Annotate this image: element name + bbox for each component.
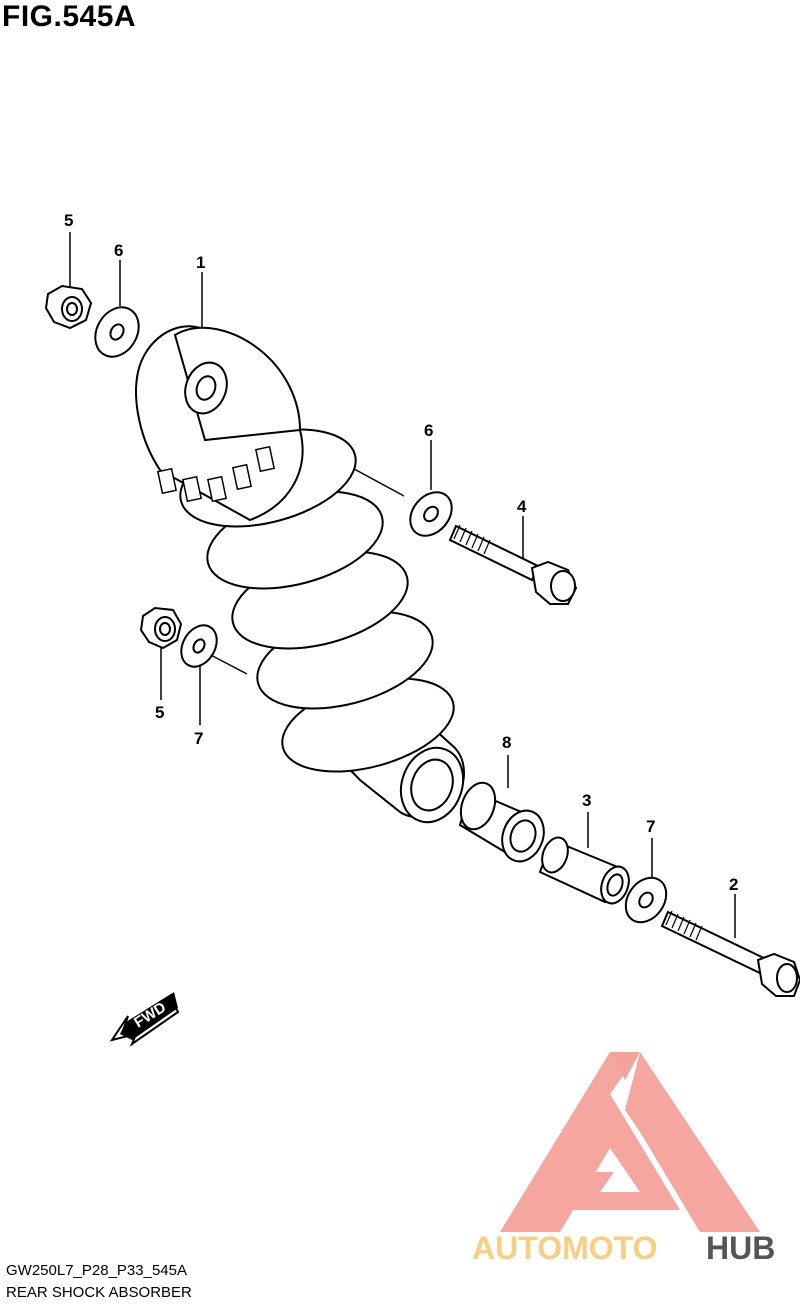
collar-8 <box>458 781 545 863</box>
callout-3: 3 <box>582 791 591 810</box>
nut-5-upper <box>44 284 93 330</box>
washer-7-right <box>624 876 668 924</box>
callout-1: 1 <box>196 253 205 272</box>
watermark-text-right: HUB <box>706 1230 775 1266</box>
nut-5-lower <box>139 606 183 650</box>
callout-7-right: 7 <box>646 817 655 836</box>
watermark-logo-icon <box>500 1052 760 1232</box>
figure-title: FIG.545A <box>2 0 137 33</box>
figure-name: REAR SHOCK ABSORBER <box>6 1284 192 1301</box>
washer-7-left <box>180 624 218 668</box>
washer-6-lower <box>409 491 453 537</box>
bolt-2 <box>660 910 800 997</box>
callout-6-upper: 6 <box>114 241 123 260</box>
callout-6-lower: 6 <box>424 421 433 440</box>
callout-8: 8 <box>502 733 511 752</box>
washer-6-upper <box>94 306 140 358</box>
watermark-text-left: AUTOMOTO <box>472 1230 657 1266</box>
callout-4: 4 <box>517 497 527 516</box>
shock-absorber-1 <box>135 325 465 824</box>
spacer-3 <box>538 836 630 905</box>
callout-7-left: 7 <box>194 729 203 748</box>
figure-code: GW250L7_P28_P33_545A <box>6 1262 187 1279</box>
callout-5-lower: 5 <box>155 703 164 722</box>
callout-2: 2 <box>729 875 738 894</box>
bolt-4 <box>448 524 578 605</box>
forward-direction-arrow-icon: FWD <box>109 992 180 1047</box>
callout-5-upper: 5 <box>64 211 73 230</box>
